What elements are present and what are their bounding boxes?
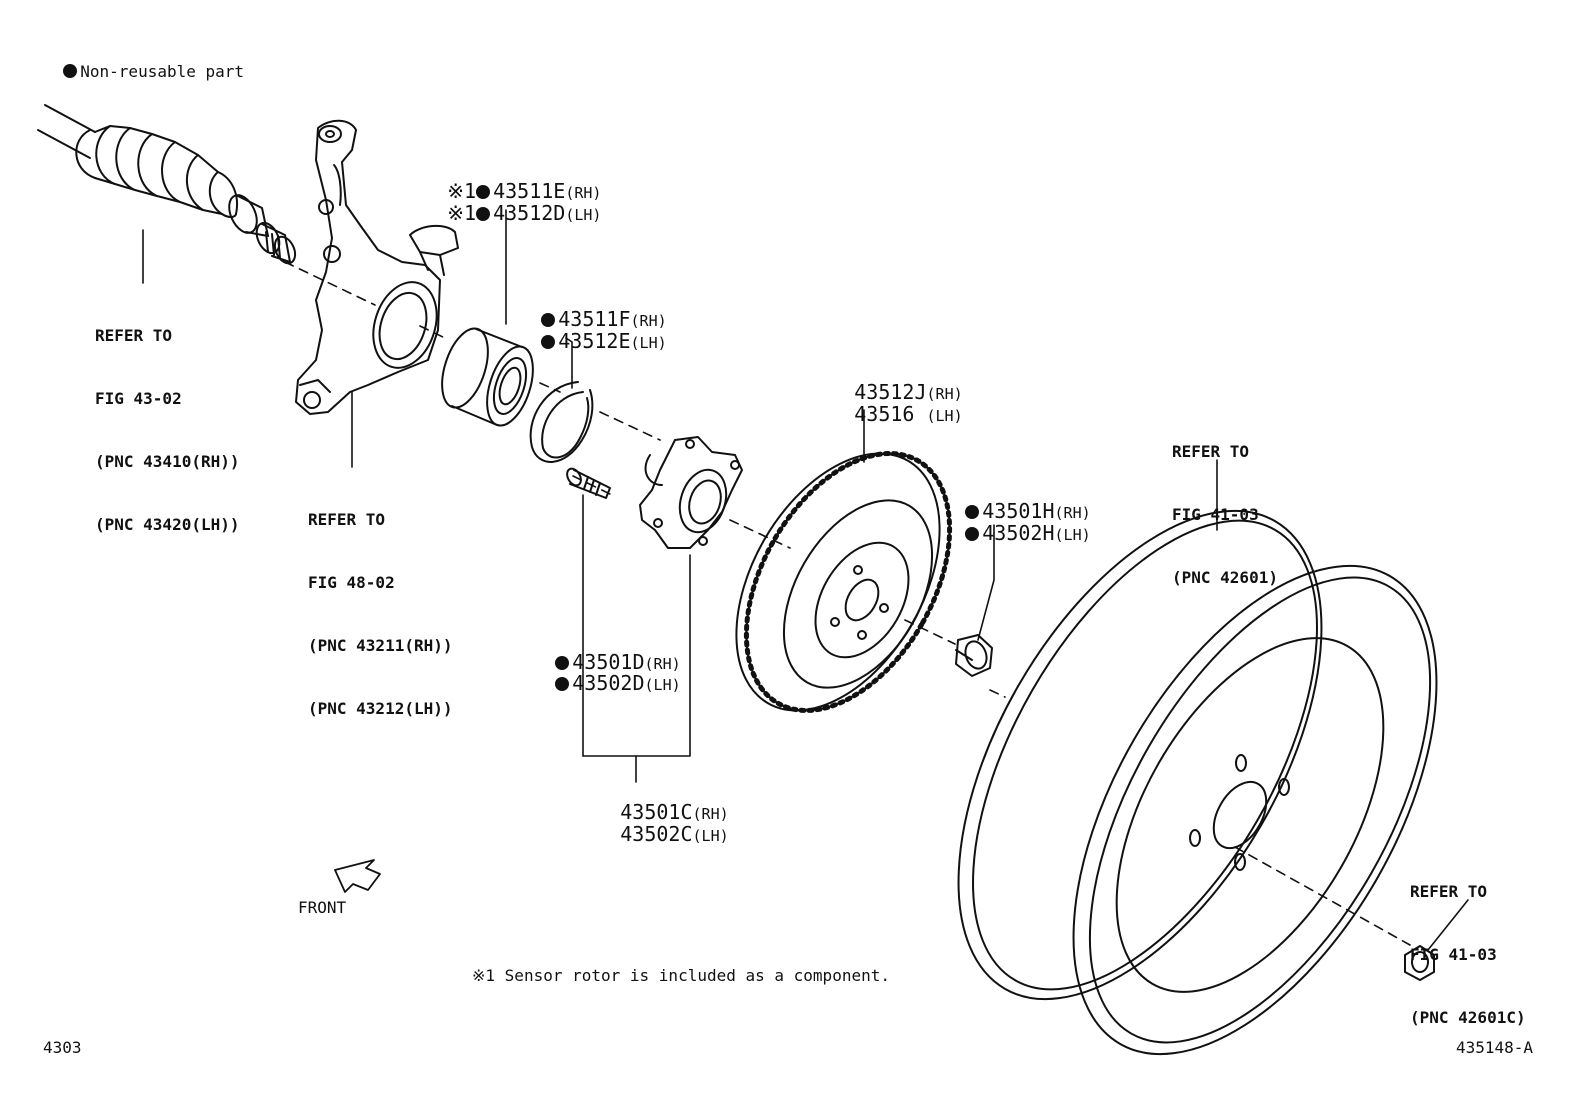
non-reusable-dot-icon	[555, 656, 570, 670]
drive-shaft-drawing	[37, 104, 297, 265]
non-reusable-dot-icon	[555, 677, 570, 691]
legend-text: Non-reusable part	[80, 62, 245, 81]
legend: Non-reusable part	[44, 48, 244, 80]
part-number: 43502C	[620, 822, 693, 846]
non-reusable-dot-icon	[965, 527, 980, 541]
part-number: 43511F	[558, 307, 631, 331]
part-hub-nut-lh[interactable]: 43502H(LH)	[946, 507, 1091, 543]
ref-line: (PNC 42601C)	[1410, 1008, 1526, 1027]
ref-line: FIG 41-03	[1172, 505, 1259, 524]
part-side: (LH)	[926, 407, 963, 425]
part-number: 43512J	[854, 380, 927, 404]
part-number: 43512D	[493, 201, 566, 225]
ref-knuckle[interactable]: REFER TO FIG 48-02 (PNC 43211(RH)) (PNC …	[308, 467, 453, 740]
part-mark: ※1	[447, 179, 477, 203]
part-side: (RH)	[926, 385, 963, 403]
part-side: (RH)	[644, 655, 681, 673]
part-number: 43501H	[982, 499, 1055, 523]
non-reusable-dot-icon	[541, 313, 556, 327]
axle-hub-drawing	[639, 436, 743, 549]
ref-line: REFER TO	[1410, 882, 1488, 901]
ref-line: (PNC 43410(RH))	[95, 452, 240, 471]
ref-line: FIG 43-02	[95, 389, 182, 408]
part-side: (RH)	[692, 805, 729, 823]
part-number: 43512E	[558, 329, 631, 353]
sensor-rotor-note: ※1 Sensor rotor is included as a compone…	[472, 966, 890, 985]
part-mark: ※1	[447, 201, 477, 225]
wheel-rim-drawing	[957, 509, 1438, 1056]
ref-line: FIG 48-02	[308, 573, 395, 592]
part-bearing-rh[interactable]: ※1 43511E(RH)	[428, 165, 601, 201]
part-number: 43511E	[493, 179, 566, 203]
wheel-nut-drawing	[1404, 945, 1435, 981]
ref-line: (PNC 42601)	[1172, 568, 1278, 587]
non-reusable-dot-icon	[476, 185, 491, 199]
ref-drive-shaft[interactable]: REFER TO FIG 43-02 (PNC 43410(RH)) (PNC …	[95, 283, 240, 556]
part-side: (LH)	[692, 827, 729, 845]
part-number: 43501C	[620, 800, 693, 824]
non-reusable-dot-icon	[541, 335, 556, 349]
part-side: (RH)	[565, 184, 602, 202]
part-hub-nut-rh[interactable]: 43501H(RH)	[946, 485, 1091, 521]
part-number: 43501D	[572, 650, 645, 674]
part-side: (LH)	[565, 206, 602, 224]
snap-ring-drawing	[529, 381, 594, 463]
steering-knuckle-drawing	[295, 119, 459, 415]
part-side: (LH)	[1054, 526, 1091, 544]
part-snap-ring-rh[interactable]: 43511F(RH)	[522, 293, 667, 329]
part-hub-lh[interactable]: 43502C(LH)	[601, 808, 729, 846]
ref-line: REFER TO	[95, 326, 173, 345]
brake-disc-drawing	[735, 451, 953, 713]
part-snap-ring-lh[interactable]: 43512E(LH)	[522, 315, 667, 351]
part-side: (LH)	[644, 676, 681, 694]
ref-line: REFER TO	[1172, 442, 1250, 461]
non-reusable-dot-icon	[476, 207, 491, 221]
ref-wheel-nut[interactable]: REFER TO FIG 41-03 (PNC 42601C)	[1410, 839, 1526, 1049]
ref-wheel[interactable]: REFER TO FIG 41-03 (PNC 42601)	[1172, 399, 1278, 609]
part-number: 43516	[854, 402, 915, 426]
part-number: 43502H	[982, 521, 1055, 545]
part-number: 43502D	[572, 671, 645, 695]
hub-bolt-drawing	[566, 467, 611, 499]
part-side: (RH)	[1054, 504, 1091, 522]
ref-line: (PNC 43420(LH))	[95, 515, 240, 534]
footer-illustration-id: 435148-A	[1456, 1038, 1534, 1057]
part-hub-bolt-rh[interactable]: 43501D(RH)	[536, 636, 681, 672]
hub-nut-drawing	[955, 634, 993, 677]
ref-line: (PNC 43211(RH))	[308, 636, 453, 655]
non-reusable-dot-icon	[965, 505, 980, 519]
non-reusable-dot-icon	[63, 64, 78, 78]
wheel-bearing-drawing	[441, 327, 534, 427]
part-hub-rh[interactable]: 43501C(RH)	[601, 786, 729, 824]
front-arrow-icon	[334, 859, 381, 893]
part-bearing-lh[interactable]: ※1 43512D(LH)	[428, 187, 601, 223]
ref-line: REFER TO	[308, 510, 386, 529]
ref-line: (PNC 43212(LH))	[308, 699, 453, 718]
leader-lines	[142, 209, 1469, 951]
front-label: FRONT	[298, 898, 347, 917]
part-side: (RH)	[630, 312, 667, 330]
part-disc-rh[interactable]: 43512J(RH)	[835, 366, 963, 404]
ref-line: FIG 41-03	[1410, 945, 1497, 964]
part-side: (LH)	[630, 334, 667, 352]
footer-figure-number: 4303	[43, 1038, 82, 1057]
part-hub-bolt-lh[interactable]: 43502D(LH)	[536, 657, 681, 693]
part-disc-lh[interactable]: 43516 (LH)	[835, 388, 963, 426]
